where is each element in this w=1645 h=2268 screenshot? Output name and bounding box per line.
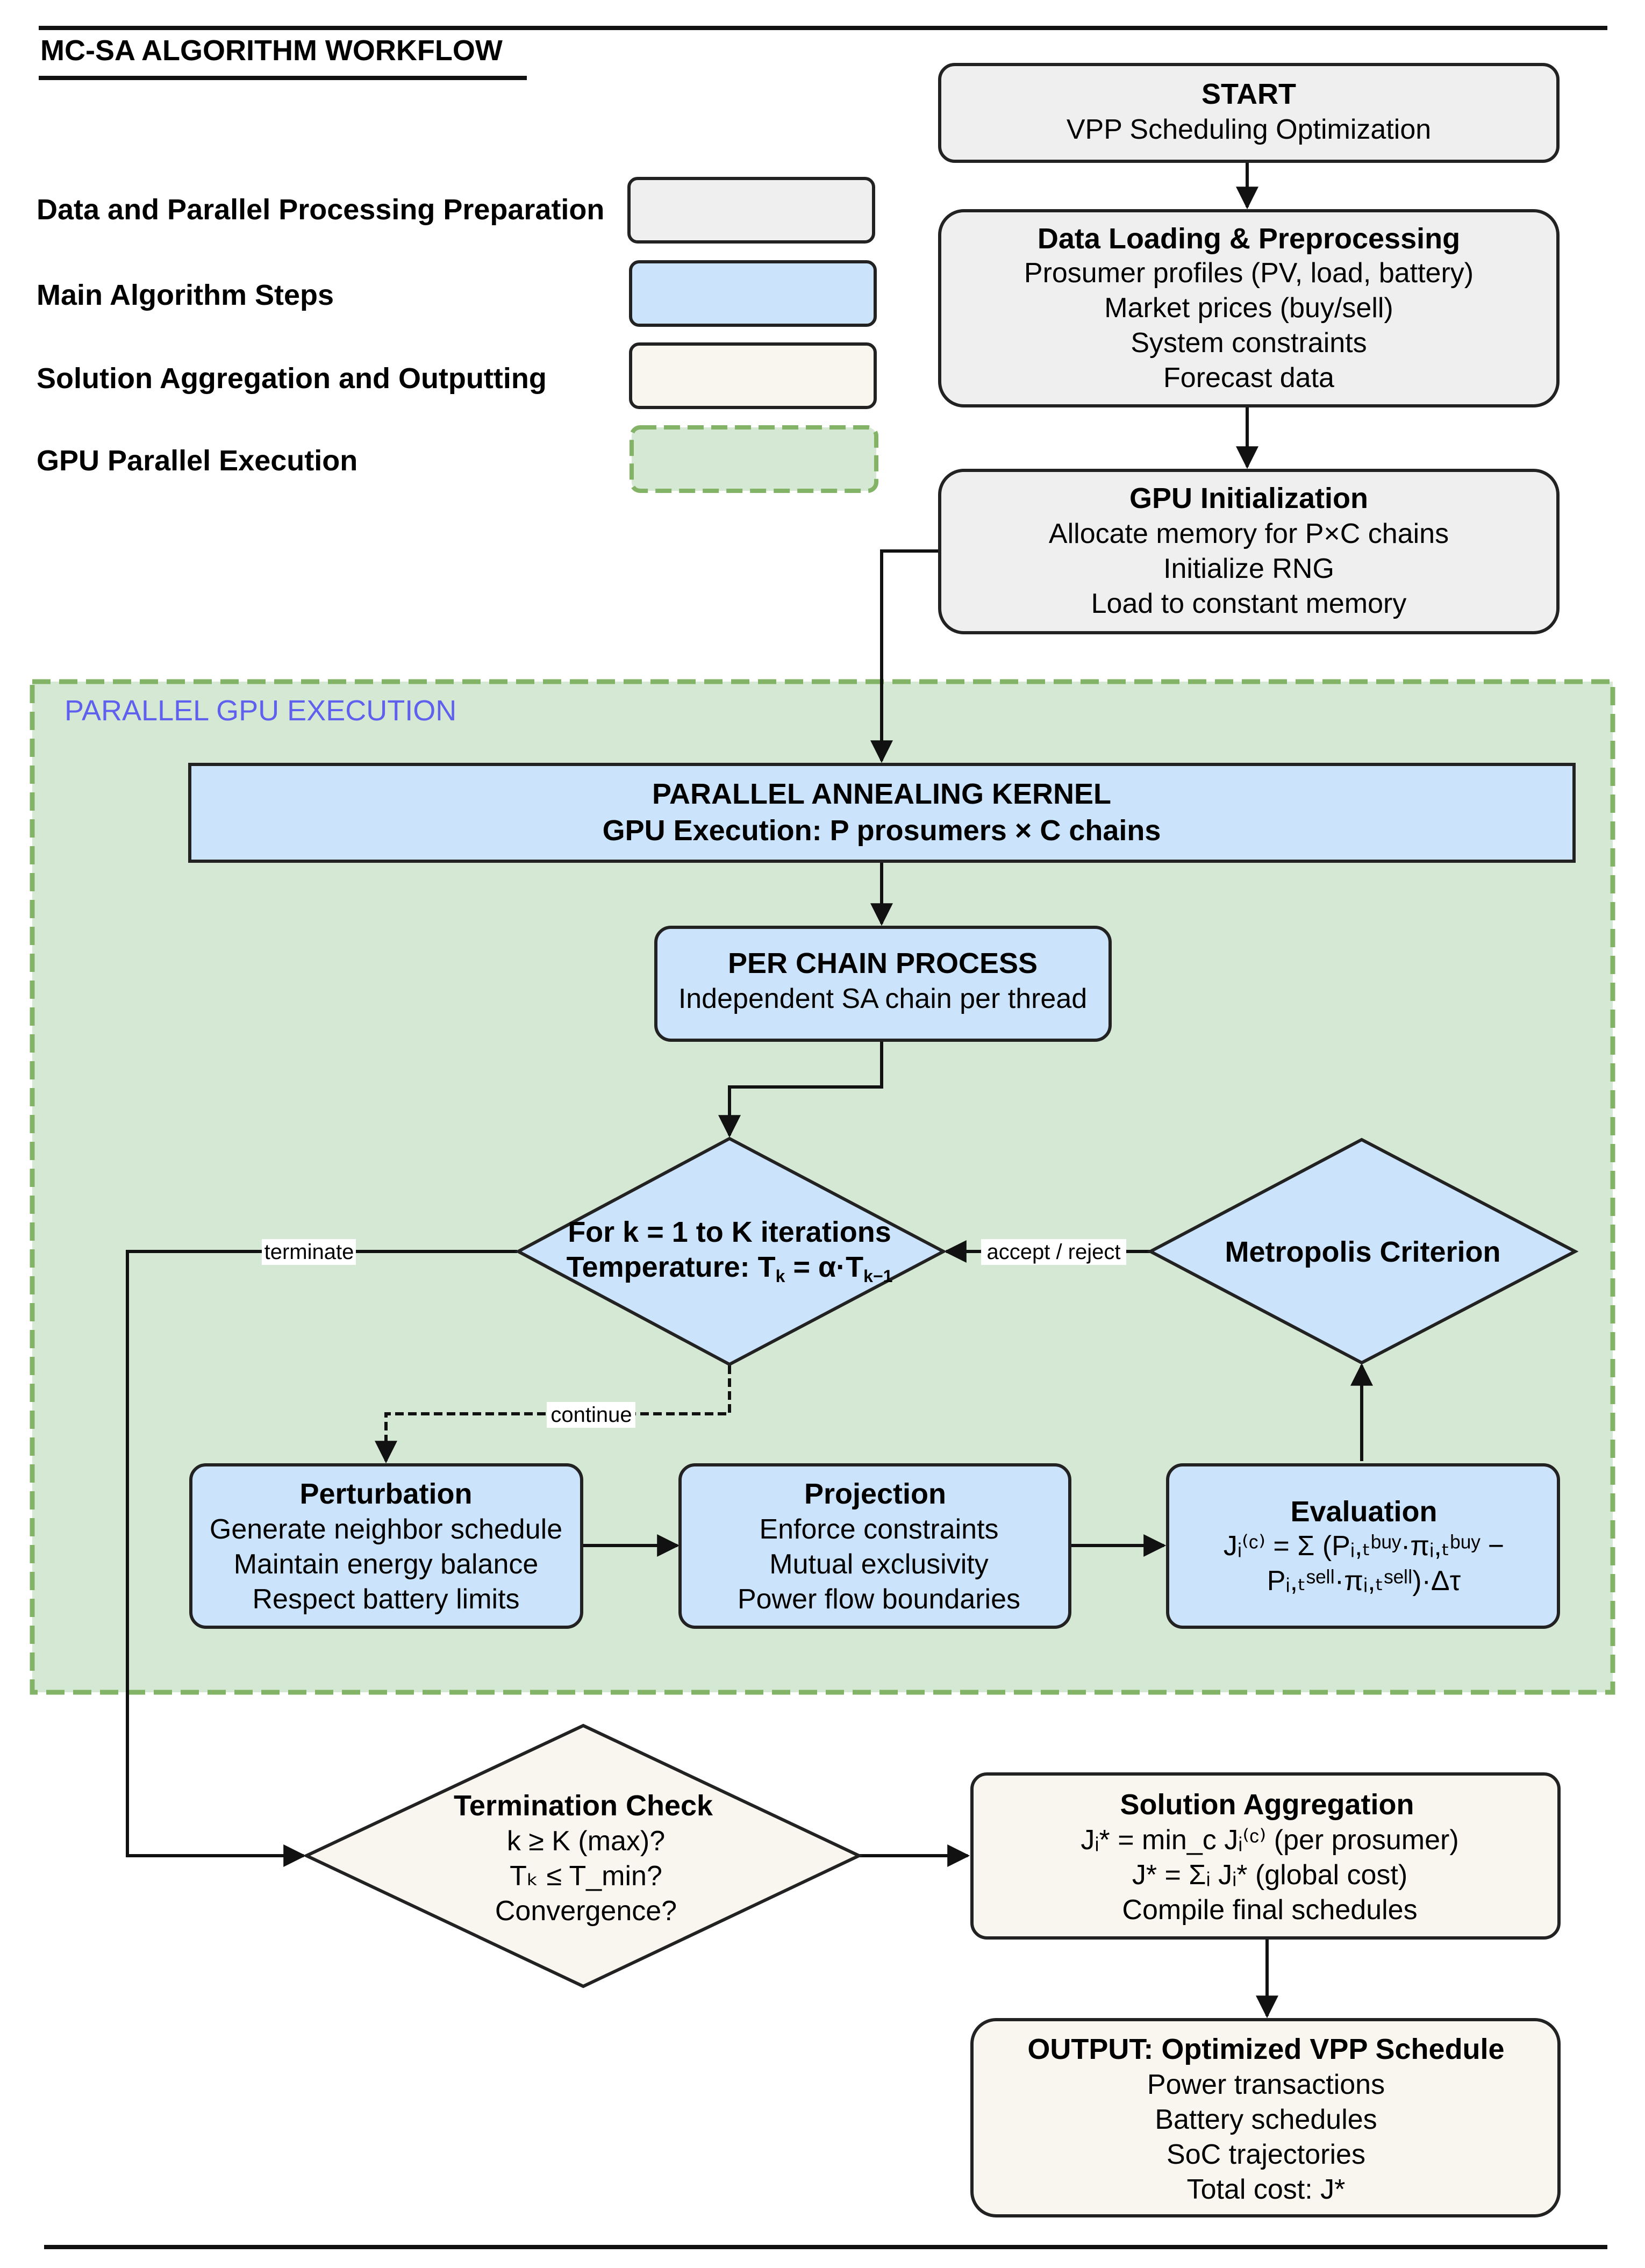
legend-swatch-main-steps xyxy=(629,260,877,327)
node-perturbation-line: Respect battery limits xyxy=(252,1584,519,1615)
node-projection-line: Mutual exclusivity xyxy=(769,1549,988,1580)
edge-labels: terminate continue accept / reject xyxy=(262,1239,1126,1428)
node-data-loading-title: Data Loading & Preprocessing xyxy=(1038,223,1460,255)
node-output-line: Battery schedules xyxy=(1155,2104,1377,2135)
node-kernel: PARALLEL ANNEALING KERNEL GPU Execution:… xyxy=(188,763,1576,863)
node-loop-temperature: Temperature: Tk = α·Tk−1 xyxy=(567,1251,893,1286)
node-projection-line: Power flow boundaries xyxy=(738,1584,1020,1615)
edge-label-terminate: terminate xyxy=(264,1240,354,1264)
node-data-loading-line: System constraints xyxy=(1131,327,1367,359)
loop-temp-sub-km1: k−1 xyxy=(863,1267,892,1286)
legend: Data and Parallel Processing Preparation… xyxy=(37,177,878,493)
loop-temp-mid: = α·T xyxy=(785,1251,863,1283)
node-per-chain-title: PER CHAIN PROCESS xyxy=(728,947,1038,979)
node-perturbation-line: Maintain energy balance xyxy=(234,1549,539,1580)
node-evaluation: Evaluation Jᵢ⁽ᶜ⁾ = Σ (Pᵢ,ₜᵇᵘʸ·πᵢ,ₜᵇᵘʸ − … xyxy=(1166,1463,1560,1629)
node-projection-title: Projection xyxy=(804,1478,946,1510)
node-aggregation-line: J* = Σᵢ Jᵢ* (global cost) xyxy=(1132,1859,1407,1891)
node-start: START VPP Scheduling Optimization xyxy=(938,63,1560,163)
node-termination-line: k ≥ K (max)? xyxy=(507,1826,665,1857)
node-start-line: VPP Scheduling Optimization xyxy=(1067,114,1431,145)
legend-label-preparation: Data and Parallel Processing Preparation xyxy=(37,194,604,226)
edge-label-accept-reject: accept / reject xyxy=(986,1240,1120,1264)
node-metropolis-title: Metropolis Criterion xyxy=(1225,1236,1500,1268)
node-gpu-init-title: GPU Initialization xyxy=(1129,482,1368,514)
node-per-chain: PER CHAIN PROCESS Independent SA chain p… xyxy=(654,926,1112,1042)
loop-temp-sub-k: k xyxy=(776,1267,785,1286)
node-metropolis: Metropolis Criterion xyxy=(1147,1137,1579,1365)
node-gpu-init: GPU Initialization Allocate memory for P… xyxy=(938,469,1560,634)
node-kernel-title: PARALLEL ANNEALING KERNEL xyxy=(652,778,1111,810)
node-data-loading-line: Forecast data xyxy=(1163,362,1334,393)
legend-swatch-gpu-parallel xyxy=(630,425,878,493)
node-gpu-init-line: Initialize RNG xyxy=(1163,553,1334,584)
parallel-gpu-region-label: PARALLEL GPU EXECUTION xyxy=(65,695,456,727)
legend-swatch-preparation xyxy=(627,177,875,244)
legend-label-gpu-parallel: GPU Parallel Execution xyxy=(37,445,357,477)
node-per-chain-line: Independent SA chain per thread xyxy=(678,983,1087,1014)
node-termination: Termination Check k ≥ K (max)? Tₖ ≤ T_mi… xyxy=(302,1723,863,1988)
node-kernel-subtitle: GPU Execution: P prosumers × C chains xyxy=(603,814,1161,847)
node-perturbation: Perturbation Generate neighbor schedule … xyxy=(189,1463,583,1629)
node-data-loading-line: Market prices (buy/sell) xyxy=(1104,292,1393,324)
node-output-line: Power transactions xyxy=(1147,2069,1385,2100)
diagram-title: MC-SA ALGORITHM WORKFLOW xyxy=(40,34,503,67)
node-output: OUTPUT: Optimized VPP Schedule Power tra… xyxy=(970,2018,1561,2217)
node-projection: Projection Enforce constraints Mutual ex… xyxy=(678,1463,1071,1629)
node-termination-line: Tₖ ≤ T_min? xyxy=(510,1861,662,1892)
node-aggregation-line: Jᵢ* = min_c Jᵢ⁽ᶜ⁾ (per prosumer) xyxy=(1081,1825,1458,1856)
node-evaluation-title: Evaluation xyxy=(1290,1496,1437,1528)
node-aggregation-title: Solution Aggregation xyxy=(1120,1788,1414,1821)
node-evaluation-formula-2: Pᵢ,ₜˢᵉˡˡ·πᵢ,ₜˢᵉˡˡ)·Δτ xyxy=(1267,1565,1461,1597)
legend-label-main-steps: Main Algorithm Steps xyxy=(37,279,334,311)
legend-label-aggregation: Solution Aggregation and Outputting xyxy=(37,362,547,395)
edge-label-continue: continue xyxy=(550,1403,632,1427)
node-output-line: SoC trajectories xyxy=(1167,2139,1365,2170)
node-termination-title: Termination Check xyxy=(454,1790,713,1822)
node-output-title: OUTPUT: Optimized VPP Schedule xyxy=(1027,2033,1504,2065)
node-perturbation-title: Perturbation xyxy=(299,1478,472,1510)
node-evaluation-formula-1: Jᵢ⁽ᶜ⁾ = Σ (Pᵢ,ₜᵇᵘʸ·πᵢ,ₜᵇᵘʸ − xyxy=(1224,1530,1504,1562)
node-perturbation-line: Generate neighbor schedule xyxy=(210,1514,562,1545)
edge-per-chain-to-loop xyxy=(718,1040,883,1138)
node-gpu-init-line: Allocate memory for P×C chains xyxy=(1049,518,1449,549)
node-start-title: START xyxy=(1201,78,1296,110)
loop-temp-prefix: Temperature: T xyxy=(567,1251,776,1283)
node-loop-title: For k = 1 to K iterations xyxy=(568,1216,891,1248)
node-projection-line: Enforce constraints xyxy=(759,1514,998,1545)
node-loop: For k = 1 to K iterations Temperature: T… xyxy=(514,1136,947,1366)
node-gpu-init-line: Load to constant memory xyxy=(1091,588,1407,619)
legend-swatch-aggregation xyxy=(629,342,877,409)
node-data-loading: Data Loading & Preprocessing Prosumer pr… xyxy=(938,209,1560,407)
node-data-loading-line: Prosumer profiles (PV, load, battery) xyxy=(1024,257,1474,289)
node-aggregation: Solution Aggregation Jᵢ* = min_c Jᵢ⁽ᶜ⁾ (… xyxy=(970,1772,1561,1940)
node-aggregation-line: Compile final schedules xyxy=(1122,1894,1417,1926)
node-output-line: Total cost: J* xyxy=(1187,2174,1346,2205)
edge-gpu-init-to-kernel xyxy=(870,549,940,763)
node-termination-line: Convergence? xyxy=(495,1895,677,1927)
